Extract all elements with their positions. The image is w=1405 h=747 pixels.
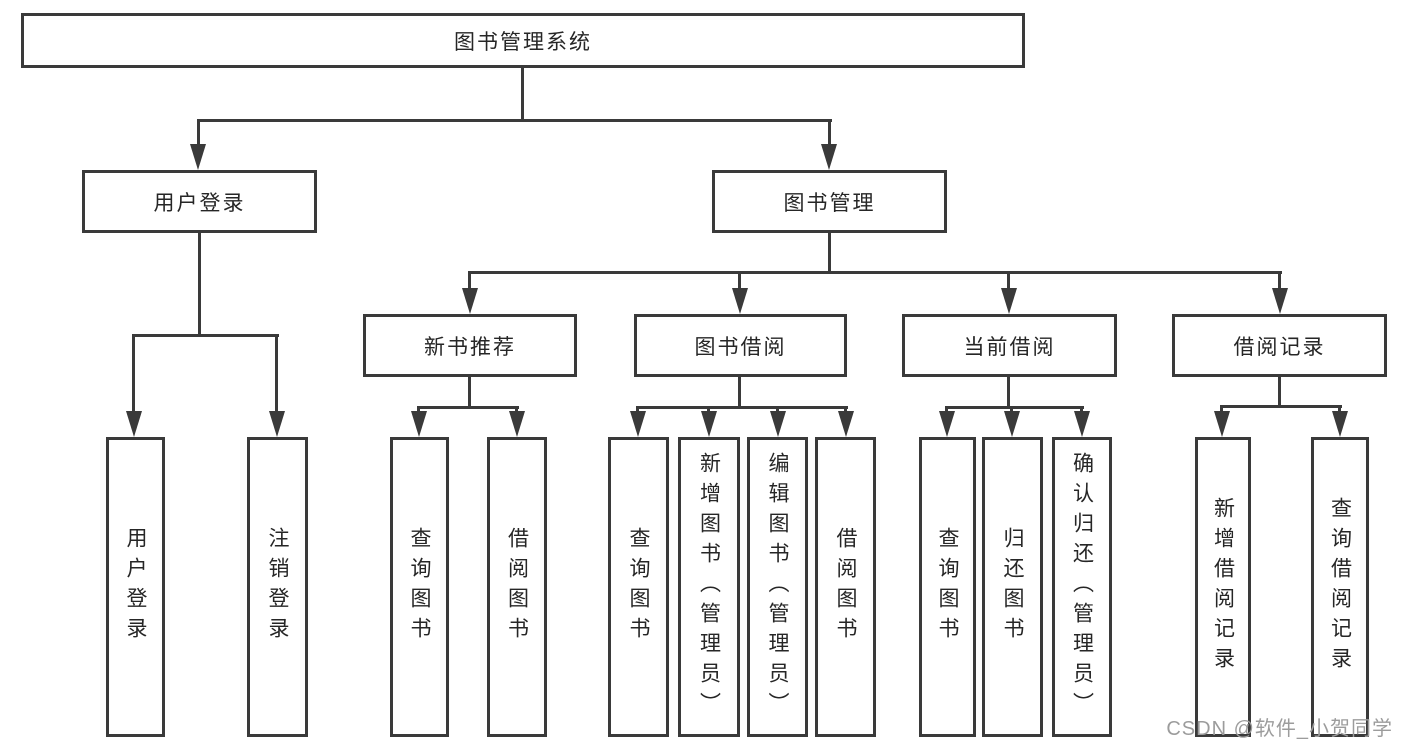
node-root: 图书管理系统 [21,13,1025,68]
arrowhead-down-icon [190,144,206,170]
arrowhead-down-icon [838,411,854,437]
arrowhead-down-icon [1074,411,1090,437]
node-current-borrow: 当前借阅 [902,314,1117,377]
node-book-management: 图书管理 [712,170,947,233]
node-current-borrow-label: 当前借阅 [963,335,1056,359]
connector-line [468,377,471,408]
leaf-cb-confirm-return: 确认归还（管理员） [1052,437,1112,737]
connector-line [1278,274,1281,292]
watermark: CSDN @软件_小贺同学 [1166,718,1393,740]
node-new-book-recommend: 新书推荐 [363,314,577,377]
connector-line [1278,377,1281,406]
connector-line [738,274,741,292]
node-book-borrow: 图书借阅 [634,314,847,377]
leaf-br-query-record: 查询借阅记录 [1311,437,1369,737]
leaf-bb-add-books-label: 新增图书（管理员） [697,452,721,722]
arrowhead-down-icon [732,288,748,314]
arrowhead-down-icon [1332,411,1348,437]
leaf-bb-borrow-books: 借阅图书 [815,437,876,737]
connector-line [521,68,524,121]
arrowhead-down-icon [1214,411,1230,437]
connector-line [1007,377,1010,407]
leaf-br-add-record: 新增借阅记录 [1195,437,1251,737]
leaf-cb-return-books: 归还图书 [982,437,1043,737]
connector-line [1220,405,1342,408]
leaf-nb-query-books: 查询图书 [390,437,449,737]
arrowhead-down-icon [509,411,525,437]
connector-line [738,377,741,407]
leaf-bb-add-books: 新增图书（管理员） [678,437,740,737]
leaf-nb-borrow-books: 借阅图书 [487,437,547,737]
leaf-bb-query-books: 查询图书 [608,437,669,737]
leaf-cb-query-books: 查询图书 [919,437,976,737]
leaf-logout-label: 注销登录 [266,527,289,647]
leaf-user-login: 用户登录 [106,437,165,737]
arrowhead-down-icon [411,411,427,437]
connector-line [197,119,832,122]
leaf-br-add-record-label: 新增借阅记录 [1211,497,1235,677]
arrowhead-down-icon [1272,288,1288,314]
leaf-cb-query-books-label: 查询图书 [936,527,959,647]
node-borrow-records-label: 借阅记录 [1233,335,1326,359]
arrowhead-down-icon [1004,411,1020,437]
leaf-bb-query-books-label: 查询图书 [627,527,650,647]
connector-line [132,337,135,415]
leaf-logout: 注销登录 [247,437,308,737]
leaf-user-login-label: 用户登录 [124,527,147,647]
arrowhead-down-icon [462,288,478,314]
connector-line [417,406,519,409]
leaf-cb-confirm-return-label: 确认归还（管理员） [1070,452,1094,722]
leaf-nb-query-books-label: 查询图书 [408,527,431,647]
leaf-br-query-record-label: 查询借阅记录 [1328,497,1352,677]
arrowhead-down-icon [821,144,837,170]
node-book-management-label: 图书管理 [783,191,876,215]
arrowhead-down-icon [630,411,646,437]
leaf-nb-borrow-books-label: 借阅图书 [505,527,529,647]
connector-line [132,334,279,337]
connector-line [468,271,1282,274]
node-book-borrow-label: 图书借阅 [694,335,787,359]
connector-line [945,406,1084,409]
arrowhead-down-icon [1001,288,1017,314]
node-user-login-label: 用户登录 [153,191,246,215]
connector-line [1007,274,1010,292]
connector-line [275,337,278,415]
leaf-bb-edit-books: 编辑图书（管理员） [747,437,808,737]
arrowhead-down-icon [701,411,717,437]
connector-line [636,406,848,409]
arrowhead-down-icon [269,411,285,437]
node-user-login: 用户登录 [82,170,317,233]
arrowhead-down-icon [770,411,786,437]
connector-line [828,122,831,148]
connector-line [468,274,471,292]
connector-line [197,122,200,148]
node-new-book-recommend-label: 新书推荐 [424,335,516,359]
node-borrow-records: 借阅记录 [1172,314,1387,377]
arrowhead-down-icon [939,411,955,437]
arrowhead-down-icon [126,411,142,437]
leaf-bb-borrow-books-label: 借阅图书 [834,527,857,647]
leaf-cb-return-books-label: 归还图书 [1001,527,1024,647]
connector-line [828,233,831,272]
leaf-bb-edit-books-label: 编辑图书（管理员） [766,452,789,722]
connector-line [198,233,201,335]
node-root-label: 图书管理系统 [454,30,592,54]
